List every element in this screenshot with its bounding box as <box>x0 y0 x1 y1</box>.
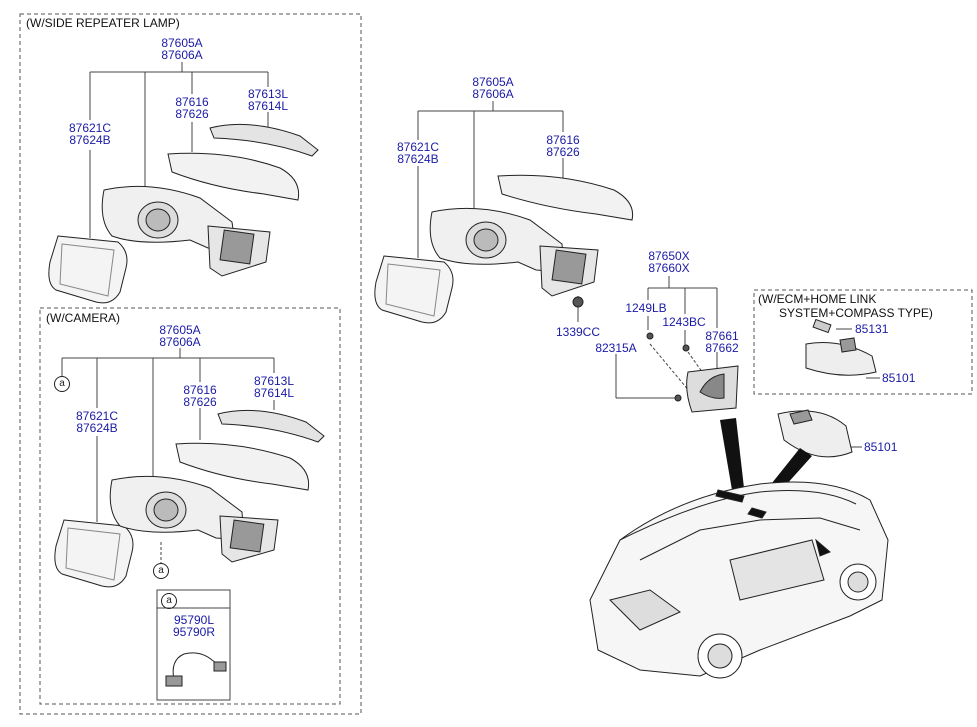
part-label: 1243BC <box>662 315 706 329</box>
part-label: 95790L <box>173 613 215 627</box>
mirror-assembly-a <box>48 123 319 304</box>
part-label: 87624B <box>397 152 439 166</box>
part-label: 87662 <box>705 341 739 355</box>
part-label: 87626 <box>175 107 209 121</box>
rearview-mirror-f <box>777 409 853 458</box>
part-label: 1249LB <box>625 301 667 315</box>
part-label: 87613L <box>253 374 295 388</box>
part-label: 87616 <box>183 383 217 397</box>
ecm-mirror-e <box>805 318 877 376</box>
part-label: 87614L <box>253 386 295 400</box>
part-label: 87606A <box>472 87 514 101</box>
part-label: 85101 <box>864 440 898 454</box>
part-label: 87605A <box>159 323 201 337</box>
part-label: 87616 <box>175 95 209 109</box>
part-label: 87614L <box>247 99 289 113</box>
part-label: 95790R <box>172 625 216 639</box>
part-label: 87624B <box>69 133 111 147</box>
part-label: 87626 <box>183 395 217 409</box>
cover-bracket-d <box>646 332 739 413</box>
camera-box <box>39 307 341 705</box>
callout-a-marker: a <box>153 563 169 579</box>
leaders-a <box>89 62 269 238</box>
part-label: 87606A <box>161 48 203 62</box>
part-label: 85131 <box>855 322 889 336</box>
part-label: 87650X <box>648 249 690 263</box>
part-label: 87661 <box>705 329 739 343</box>
leaders-d <box>615 276 718 399</box>
mirror-assembly-b <box>54 409 325 588</box>
part-label: 87660X <box>648 261 690 275</box>
part-label: 87605A <box>161 36 203 50</box>
vehicle-illustration <box>589 481 889 679</box>
camera-harness <box>165 652 227 687</box>
callout-a-marker: a <box>54 376 70 392</box>
part-label: 87605A <box>472 75 514 89</box>
part-label: 87626 <box>546 145 580 159</box>
part-label: 82315A <box>595 341 637 355</box>
side-repeater-box <box>19 13 362 715</box>
pointer-arrow-1 <box>720 418 744 490</box>
ecm-box <box>753 289 973 395</box>
part-label: 87621C <box>396 140 440 154</box>
part-label: 87624B <box>76 421 118 435</box>
part-label: 87621C <box>75 409 119 423</box>
part-label: 87616 <box>546 133 580 147</box>
section-title-ecm-line2: SYSTEM+COMPASS TYPE) <box>779 306 933 320</box>
part-label: 87621C <box>68 121 112 135</box>
part-label: 1339CC <box>555 325 601 339</box>
part-label: 87613L <box>247 87 289 101</box>
callout-a-marker: a <box>161 593 177 609</box>
section-title-side-repeater: (W/SIDE REPEATER LAMP) <box>26 16 180 30</box>
section-title-ecm-line1: (W/ECM+HOME LINK <box>758 292 877 306</box>
part-label: 87606A <box>159 335 201 349</box>
part-label: 85101 <box>882 371 916 385</box>
section-title-camera: (W/CAMERA) <box>46 311 120 325</box>
callout-box <box>156 589 231 701</box>
leaders-b <box>61 348 275 563</box>
mirror-assembly-c <box>374 174 634 324</box>
